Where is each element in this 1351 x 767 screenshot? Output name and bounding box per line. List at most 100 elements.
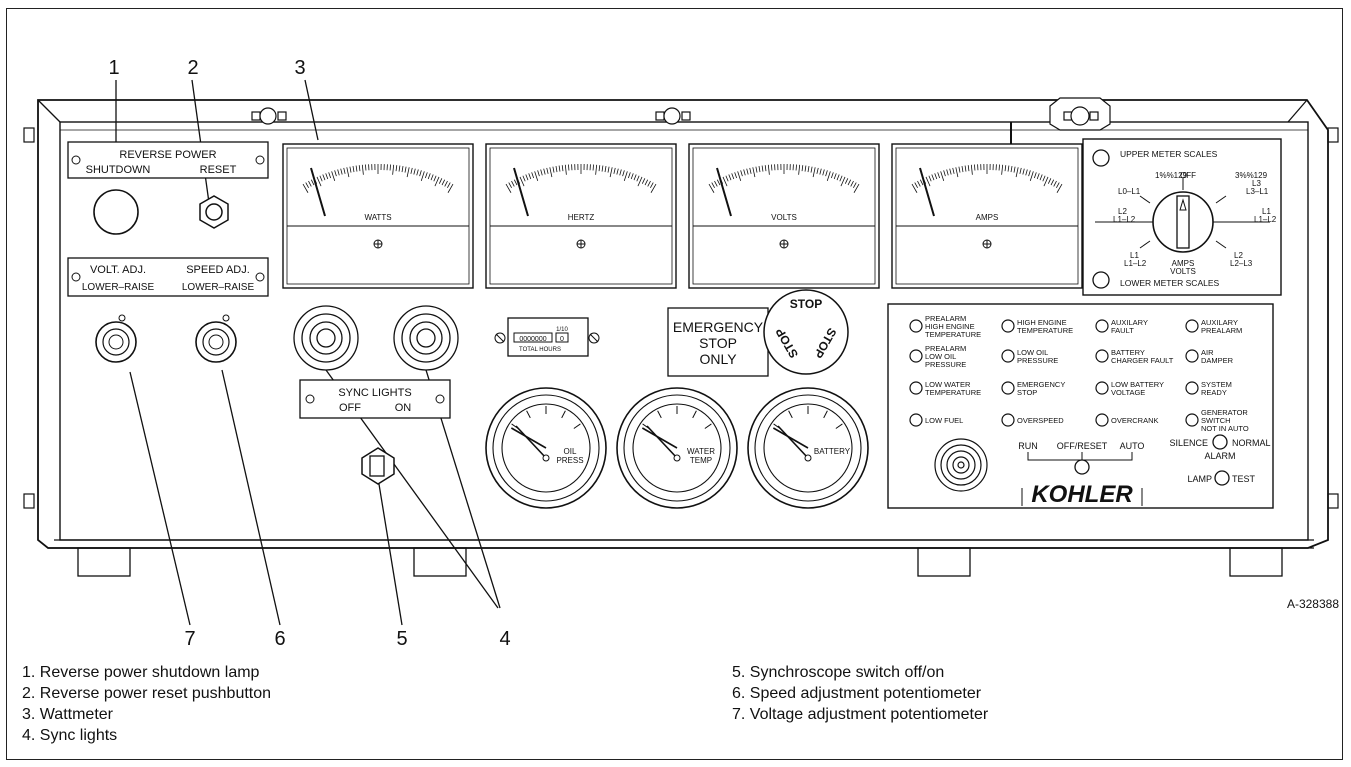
annunciator-text: OVERSPEED	[1017, 416, 1064, 425]
annunciator-lamp	[909, 413, 923, 427]
annunciator-text: HIGH ENGINE	[925, 322, 975, 331]
selector-label-3: L0–L1	[1118, 187, 1141, 196]
hour-digits: 0000000	[519, 336, 546, 343]
annunciator-text: CHARGER FAULT	[1111, 356, 1174, 365]
selector-label-11: L1–L2	[1124, 259, 1147, 268]
selector-label-15: VOLTS	[1170, 267, 1196, 276]
meter-label: AMPS	[976, 213, 999, 222]
legend-item-7: 7. Voltage adjustment potentiometer	[732, 706, 989, 723]
alarm-label: ALARM	[1204, 451, 1235, 461]
auto-label: AUTO	[1120, 441, 1145, 451]
top-latches	[251, 97, 1111, 131]
annunciator-text: READY	[1201, 388, 1227, 397]
sync-light-left	[293, 305, 359, 371]
callout-6: 6	[274, 628, 285, 650]
emergency-line1: EMERGENCY	[673, 319, 764, 335]
selector-label-14: AMPS	[1172, 259, 1195, 268]
annunciator-text: SWITCH	[1201, 416, 1231, 425]
annunciator-text: TEMPERATURE	[925, 388, 981, 397]
annunciator-text: AUXILARY	[1111, 318, 1148, 327]
annunciator-lamp	[1001, 349, 1015, 363]
run-label: RUN	[1018, 441, 1038, 451]
reverse-power-title: REVERSE POWER	[119, 149, 216, 161]
silence-label: SILENCE	[1169, 438, 1208, 448]
annunciator-text: HIGH ENGINE	[1017, 318, 1067, 327]
emergency-line3: ONLY	[699, 351, 737, 367]
annunciator-text: PREALARM	[1201, 326, 1242, 335]
annunciator-12: LOW FUEL	[909, 413, 963, 427]
drawing-number: A-328388	[1287, 597, 1339, 611]
total-hours-label: TOTAL HOURS	[519, 347, 561, 353]
run-off-auto-switch[interactable]	[1074, 459, 1090, 475]
selector-label-6: L2	[1118, 207, 1127, 216]
callout-2: 2	[187, 57, 198, 79]
gauge-battery: BATTERY	[747, 387, 869, 509]
alarm-horn	[934, 438, 988, 492]
adjust-plate: VOLT. ADJ. SPEED ADJ. LOWER–RAISE LOWER–…	[67, 257, 269, 297]
kohler-logo: KOHLER	[1031, 481, 1133, 508]
annunciator-13: OVERSPEED	[1001, 413, 1064, 427]
selector-label-2: 3%%129	[1235, 171, 1268, 180]
annunciator-text: AUXILARY	[1201, 318, 1238, 327]
test-label: TEST	[1232, 474, 1256, 484]
legend-item-6: 6. Speed adjustment potentiometer	[732, 685, 982, 702]
annunciator-text: BATTERY	[1111, 348, 1145, 357]
meter-label: WATTS	[364, 213, 391, 222]
annunciator-text: LOW WATER	[925, 380, 971, 389]
emergency-line2: STOP	[699, 335, 737, 351]
callout-numbers: 1 2 3 4 5 6 7	[108, 57, 510, 650]
annunciator-lamp	[1185, 319, 1199, 333]
emergency-stop-plate: EMERGENCY STOP ONLY	[667, 307, 769, 377]
annunciator-text: NOT IN AUTO	[1201, 424, 1249, 433]
emergency-stop-button[interactable]: STOP STOP STOP	[763, 289, 849, 375]
selector-label-1: OFF	[1180, 171, 1196, 180]
sync-light-right	[393, 305, 459, 371]
annunciator-text: PRESSURE	[925, 360, 966, 369]
annunciator-text: DAMPER	[1201, 356, 1234, 365]
voltage-adjustment-potentiometer[interactable]	[95, 314, 137, 363]
reset-label: RESET	[200, 164, 237, 176]
annunciator-text: FAULT	[1111, 326, 1134, 335]
callout-3: 3	[294, 57, 305, 79]
meter-watts: WATTS	[282, 143, 474, 289]
annunciator-lamp	[1095, 319, 1109, 333]
annunciator-text: PREALARM	[925, 314, 966, 323]
annunciator-text: TEMPERATURE	[1017, 326, 1073, 335]
legend-right: 5. Synchroscope switch off/on 6. Speed a…	[732, 662, 988, 725]
annunciator-lamp	[909, 381, 923, 395]
off-reset-label: OFF/RESET	[1057, 441, 1108, 451]
annunciator-text: TEMPERATURE	[925, 330, 981, 339]
meter-volts: VOLTS	[688, 143, 880, 289]
annunciator-lamp	[1185, 349, 1199, 363]
meter-label: VOLTS	[771, 213, 797, 222]
lower-meter-scales-label: LOWER METER SCALES	[1120, 278, 1220, 288]
selector-label-8: L1	[1262, 207, 1271, 216]
legend-item-5: 5. Synchroscope switch off/on	[732, 664, 945, 681]
legend-left: 1. Reverse power shutdown lamp 2. Revers…	[22, 662, 271, 746]
annunciator-lamp	[1095, 413, 1109, 427]
annunciator-lamp	[1185, 381, 1199, 395]
silence-normal-switch[interactable]	[1212, 434, 1228, 450]
sync-lights-plate: SYNC LIGHTS OFF ON	[299, 379, 451, 419]
shutdown-label: SHUTDOWN	[86, 164, 151, 176]
reverse-power-reset-button[interactable]	[199, 195, 229, 229]
meter-scale-selector: UPPER METER SCALES LOWER METER SCALES 1%…	[1082, 138, 1282, 296]
gauge-label-2: TEMP	[690, 456, 712, 465]
synchroscope-switch[interactable]	[361, 447, 395, 485]
legend-item-4: 4. Sync lights	[22, 727, 118, 744]
annunciator-text: GENERATOR	[1201, 408, 1248, 417]
speed-adjustment-potentiometer[interactable]	[195, 314, 237, 363]
lamp-label: LAMP	[1187, 474, 1212, 484]
lamp-test-switch[interactable]	[1214, 470, 1230, 486]
